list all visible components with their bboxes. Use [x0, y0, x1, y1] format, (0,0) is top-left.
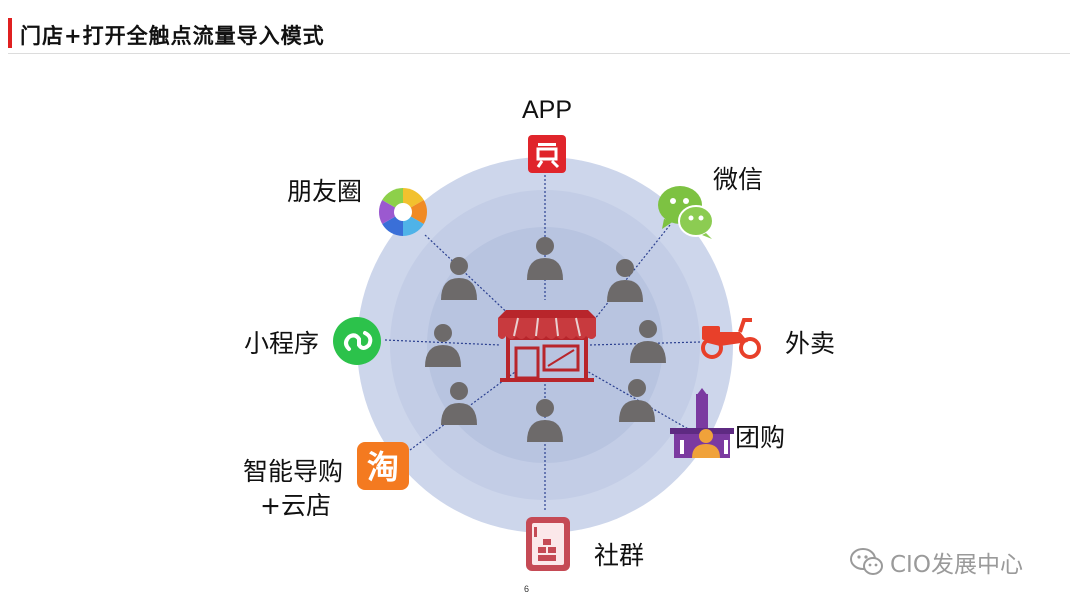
- line-miniprogram: [384, 339, 501, 346]
- moments-aperture-icon: [378, 188, 428, 236]
- storefront-icon: [498, 310, 596, 382]
- label-moments: 朋友圈: [287, 177, 363, 206]
- wechat-icon: [658, 186, 714, 239]
- svg-text:淘: 淘: [367, 448, 399, 486]
- page-number: 6: [524, 584, 530, 594]
- mini-program-icon: [333, 317, 381, 365]
- title-divider: [8, 53, 1070, 54]
- person-icon: [527, 237, 563, 280]
- person-icon: [630, 320, 666, 363]
- person-icon: [441, 382, 477, 425]
- label-delivery: 外卖: [785, 329, 836, 358]
- label-smartguide-line1: 智能导购: [243, 457, 344, 486]
- title-accent-bar: [8, 18, 12, 48]
- watermark: CIO发展中心: [850, 545, 1023, 579]
- person-icon: [425, 324, 461, 367]
- label-smartguide-line2: +云店: [260, 491, 331, 520]
- slide-title: 门店+打开全触点流量导入模式: [20, 24, 325, 48]
- wechat-outline-icon: [850, 548, 883, 575]
- community-box-icon: [526, 517, 570, 571]
- label-miniprogram: 小程序: [244, 329, 320, 358]
- label-wechat: 微信: [713, 165, 764, 194]
- label-groupbuy: 团购: [735, 423, 786, 452]
- person-icon: [619, 379, 655, 422]
- line-moments: [424, 234, 516, 321]
- person-icon: [527, 399, 563, 442]
- tower-group-buy-icon: [670, 388, 734, 458]
- person-icon: [607, 259, 643, 302]
- line-groupbuy: [584, 369, 691, 431]
- label-app: APP: [522, 96, 573, 124]
- scooter-icon: [701, 318, 761, 359]
- person-icon: [441, 257, 477, 300]
- app-red-icon: [528, 135, 566, 173]
- label-community: 社群: [594, 541, 645, 570]
- taobao-icon: 淘: [357, 442, 409, 490]
- watermark-text: CIO发展中心: [890, 552, 1023, 578]
- people-group: [425, 237, 666, 442]
